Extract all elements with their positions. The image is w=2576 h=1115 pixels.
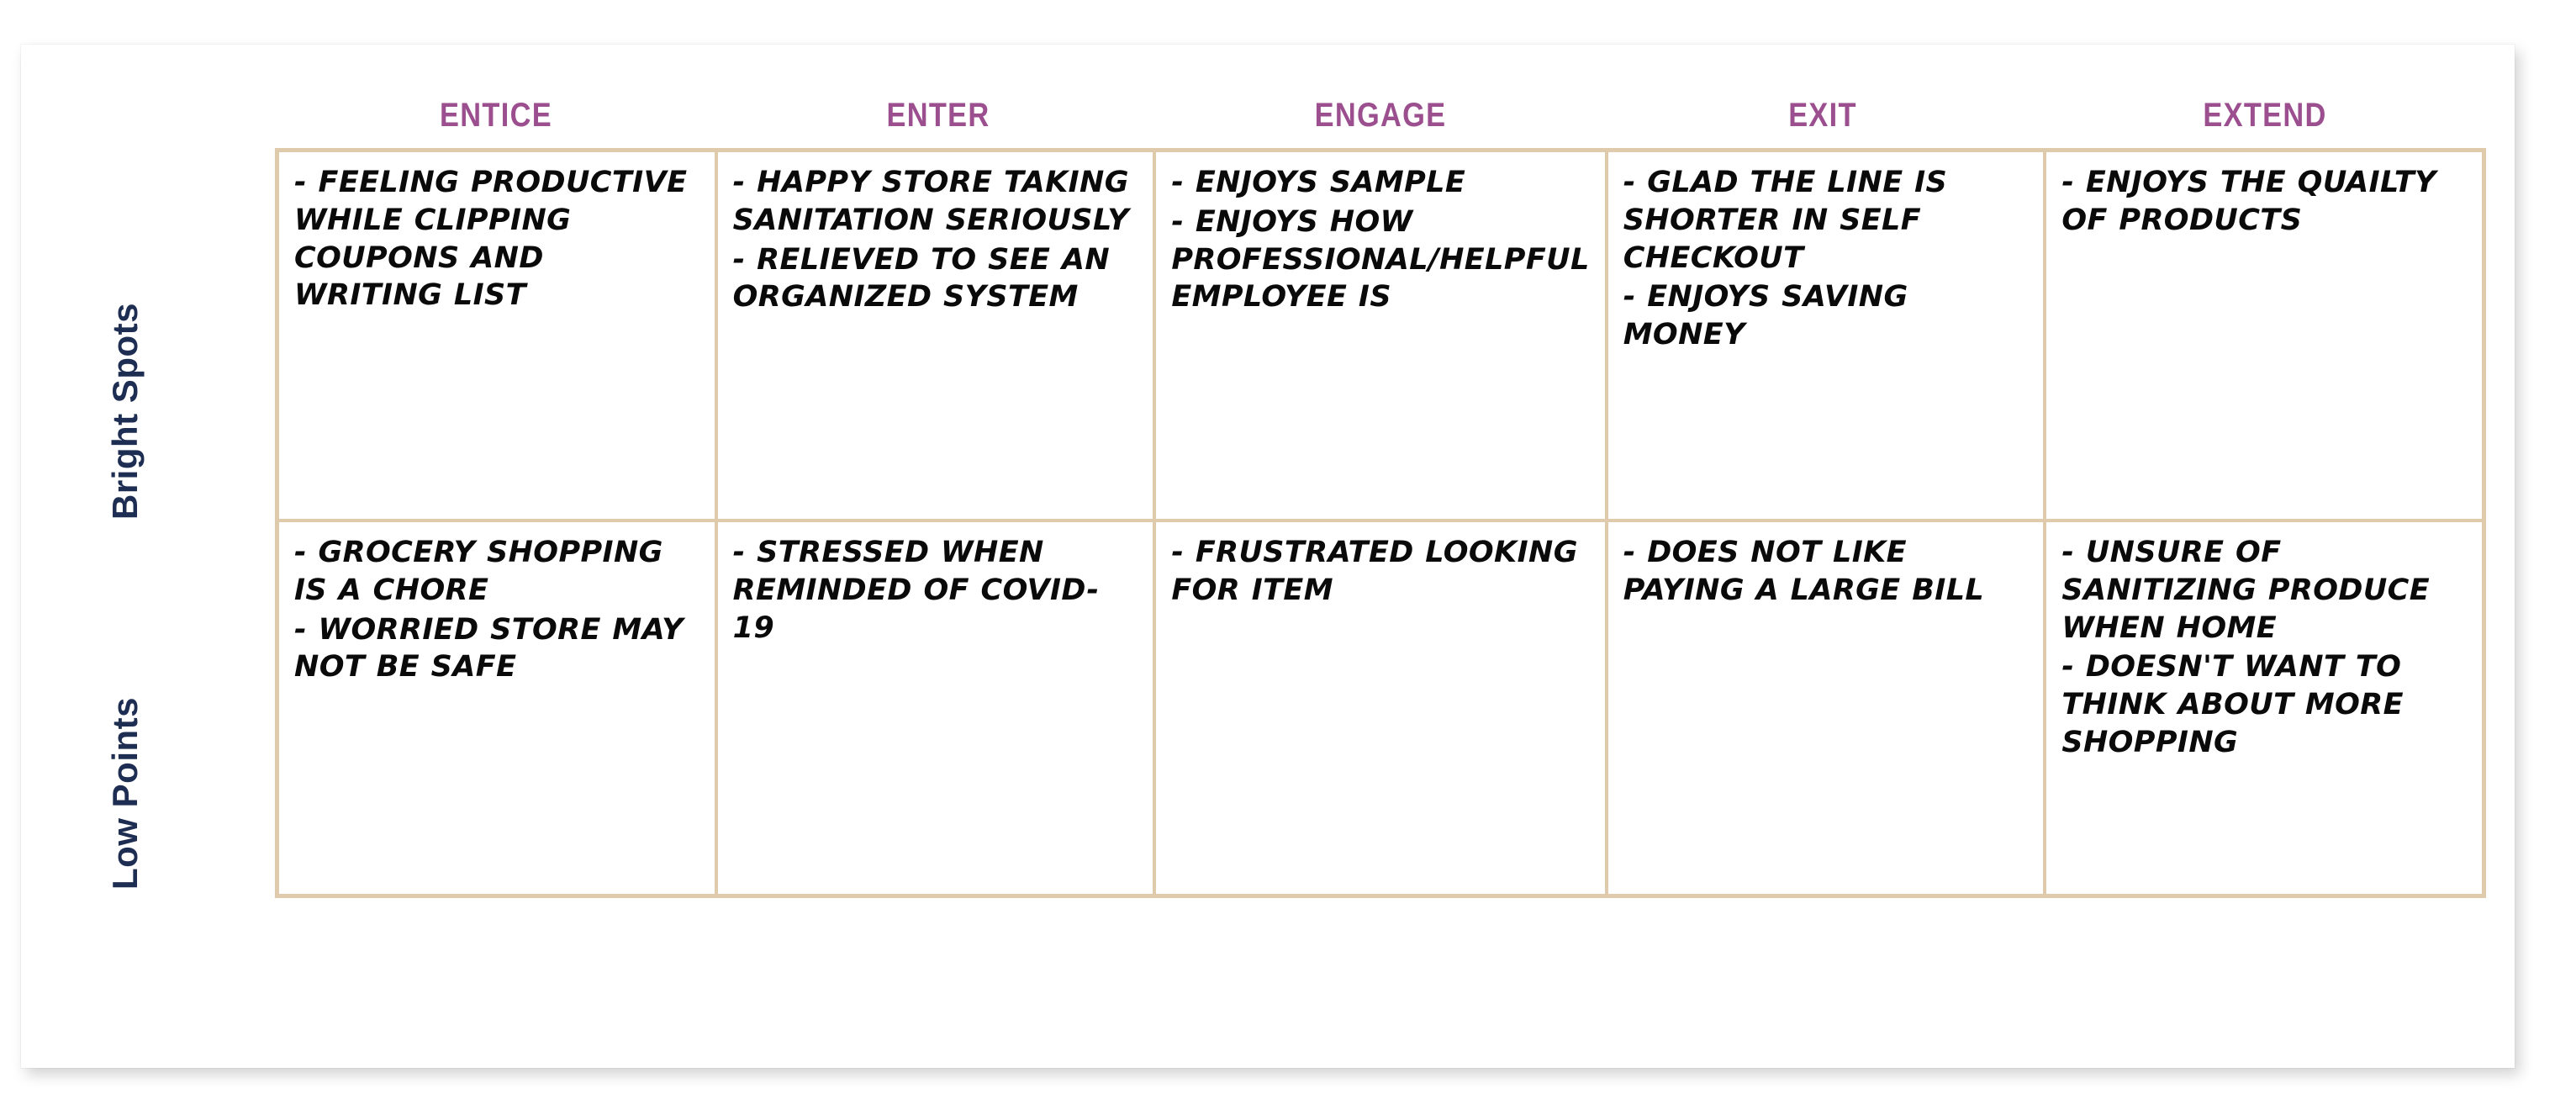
matrix-column-entice: - Feeling productive while clipping coup… (279, 152, 718, 894)
cell-low-extend: - Unsure of sanitizing produce when home… (2046, 522, 2482, 894)
cell-bright-exit: - Glad The line is shorter in self check… (1607, 152, 2044, 522)
cell-low-exit: - Does not like Paying a large bill (1608, 522, 2044, 894)
bullet-item: - doesn't want to think about more shopp… (2061, 650, 2404, 759)
bullet-item: - Enjoys saving money (1623, 280, 1908, 352)
column-header-row: ENTICE ENTER ENGAGE EXIT EXTEND (275, 82, 2486, 148)
bullet-item: - Does not like Paying a large bill (1623, 536, 1985, 607)
matrix-column-enter: - Happy store taking sanitation seriousl… (717, 152, 1157, 894)
matrix-column-extend: - Enjoys the quailty of products - Unsur… (2046, 152, 2482, 894)
bullet-item: - relieved to see an organized system (732, 242, 1111, 314)
bullet-item: - Enjoys sample (1171, 166, 1466, 199)
column-header-enter: ENTER (886, 96, 990, 134)
matrix-column-engage: - Enjoys sample - Enjoys how Professiona… (1156, 152, 1608, 894)
cell-low-engage: - Frustrated looking for item (1156, 522, 1604, 894)
bullet-item: - worried store may not be safe (294, 612, 684, 684)
matrix-grid: - Feeling productive while clipping coup… (275, 148, 2486, 898)
column-header-exit: EXIT (1788, 96, 1857, 134)
cell-bright-entice: - Feeling productive while clipping coup… (279, 152, 715, 522)
bullet-item: - Feeling productive while clipping coup… (294, 166, 688, 313)
bullet-item: - Enjoys the quailty of products (2061, 166, 2436, 237)
row-label-low-points: Low Points (105, 697, 145, 890)
bullet-item: - Happy store taking sanitation seriousl… (732, 166, 1129, 237)
column-header-entice: ENTICE (440, 96, 552, 134)
row-label-bright-spots: Bright Spots (105, 303, 145, 520)
slide-card: Bright Spots Low Points ENTICE ENTER ENG… (21, 45, 2515, 1068)
cell-bright-enter: - Happy store taking sanitation seriousl… (717, 152, 1153, 522)
bullet-item: - Enjoys how Professional/helpful employ… (1171, 204, 1590, 314)
bullet-item: - Glad The line is shorter in self check… (1623, 166, 1948, 275)
cell-bright-extend: - Enjoys the quailty of products (2046, 152, 2482, 522)
cell-low-entice: - Grocery shopping is a chore - worried … (279, 522, 715, 894)
column-header-engage: ENGAGE (1314, 96, 1447, 134)
cell-low-enter: - Stressed when Reminded of COVID-19 (718, 522, 1153, 894)
bullet-item: - Grocery shopping is a chore (294, 536, 663, 607)
bullet-item: - Stressed when Reminded of COVID-19 (732, 536, 1100, 645)
bullet-item: - Unsure of sanitizing produce when home (2061, 536, 2431, 645)
journey-matrix: ENTICE ENTER ENGAGE EXIT EXTEND - Feelin… (256, 82, 2489, 898)
cell-bright-engage: - Enjoys sample - Enjoys how Professiona… (1156, 152, 1605, 522)
matrix-column-exit: - Glad The line is shorter in self check… (1607, 152, 2047, 894)
bullet-item: - Frustrated looking for item (1171, 536, 1578, 607)
column-header-extend: EXTEND (2203, 96, 2327, 134)
